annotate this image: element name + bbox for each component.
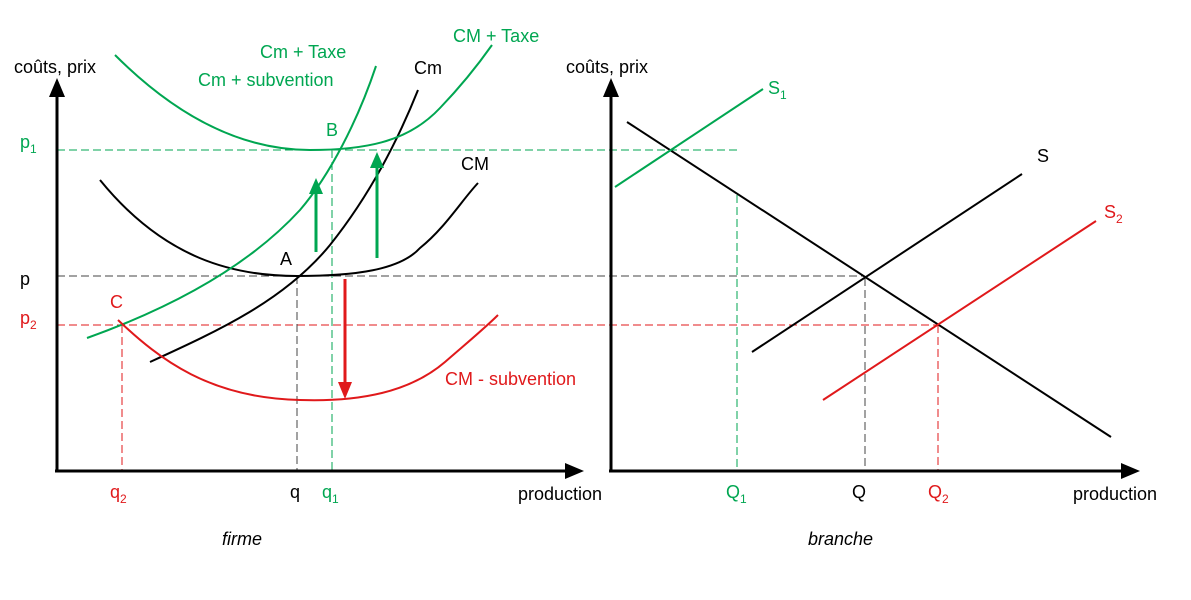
supply-S (751, 173, 1023, 353)
label-q2: q2 (110, 482, 127, 506)
label-CM-taxe: CM + Taxe (453, 26, 539, 46)
firm-y-arrow (49, 78, 65, 97)
label-q1: q1 (322, 482, 339, 506)
point-C: C (110, 292, 123, 312)
demand-line (626, 121, 1112, 438)
label-p2: p2 (20, 308, 37, 332)
label-q: q (290, 482, 300, 502)
branch-x-axis-label: production (1073, 484, 1157, 504)
label-Q1: Q1 (726, 482, 747, 506)
label-p1: p1 (20, 132, 37, 156)
label-CM: CM (461, 154, 489, 174)
curve-Cm-taxe-subv (86, 65, 377, 339)
label-Q2: Q2 (928, 482, 949, 506)
point-A: A (280, 249, 292, 269)
label-p: p (20, 269, 30, 289)
firm-x-axis-label: production (518, 484, 602, 504)
supply-S1 (614, 88, 764, 188)
label-S2: S2 (1104, 202, 1123, 226)
branch-x-arrow (1121, 463, 1140, 479)
firm-caption: firme (222, 529, 262, 549)
supply-S2 (822, 220, 1097, 401)
label-Cm-taxe: Cm + Taxe (260, 42, 346, 62)
firm-y-axis-label: coûts, prix (14, 57, 96, 77)
curve-Cm (149, 89, 419, 363)
branch-y-axis-label: coûts, prix (566, 57, 648, 77)
shift-arrow-up-1 (309, 178, 323, 252)
curve-CM (99, 179, 479, 278)
branch-panel: coûts, prix production branche S S1 S2 Q… (566, 57, 1157, 549)
label-Cm-subvention: Cm + subvention (198, 70, 334, 90)
point-B: B (326, 120, 338, 140)
label-S: S (1037, 146, 1049, 166)
label-CM-subvention: CM - subvention (445, 369, 576, 389)
curve-CM-taxe (114, 44, 493, 152)
curve-CM-subvention (117, 314, 499, 402)
label-S1: S1 (768, 78, 787, 102)
firm-panel: coûts, prix production firme p1 p p2 q2 … (14, 26, 940, 549)
branch-guides (736, 195, 939, 470)
shift-arrow-up-2 (370, 152, 384, 258)
firm-x-arrow (565, 463, 584, 479)
label-Cm: Cm (414, 58, 442, 78)
branch-y-arrow (603, 78, 619, 97)
shift-arrow-down (338, 279, 352, 399)
firm-guides (57, 149, 940, 470)
label-Q: Q (852, 482, 866, 502)
branch-caption: branche (808, 529, 873, 549)
